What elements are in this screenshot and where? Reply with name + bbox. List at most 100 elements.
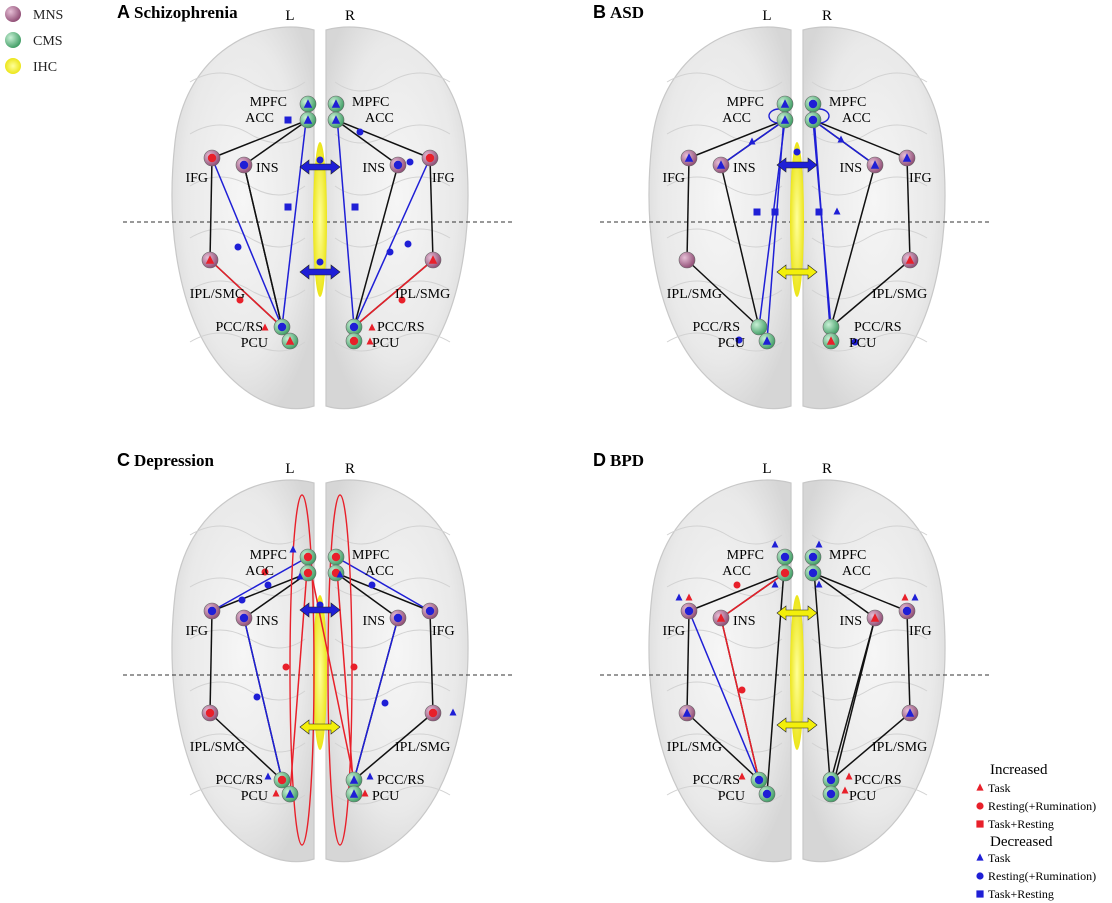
panel-d-marker-inc-4 (738, 772, 746, 780)
panel-c-line-ins-pcc-l-dec (243, 617, 283, 781)
panel-c-node-ifgL-marker (207, 606, 217, 616)
panel-d-marker-inc-1 (738, 686, 746, 694)
panel-a-node-pccR-marker (349, 322, 359, 332)
panel-b-ihc-arrow-lower (776, 264, 818, 280)
panel-a-label-mpfc-l: MPFC (250, 95, 287, 110)
panel-d-label-pcu-l: PCU (718, 789, 745, 804)
panel-c-marker-inc-0 (261, 568, 269, 576)
panel-a-marker-dec-6 (351, 203, 359, 211)
panel-a-node-accL (299, 111, 317, 129)
panel-d-title: BPD (610, 451, 644, 470)
panel-b-node-iplL-sphere (678, 251, 696, 269)
panel-b-node-accL-marker (780, 115, 790, 124)
legend-inc-circle-label: Resting(+Rumination) (988, 799, 1096, 813)
panel-a-line-ifg-ipl-l (209, 157, 213, 261)
panel-a-marker-dec-5 (284, 203, 292, 211)
panel-d-marker-dec-3 (815, 580, 823, 588)
panel-b-label-ipl-r: IPL/SMG (872, 287, 927, 302)
panel-d-connections (686, 556, 911, 795)
panel-b-node-insR-marker (870, 160, 880, 169)
panel-c-line-mpfc-pcc-cross (307, 556, 355, 781)
panel-a-marker-dec-3 (404, 240, 412, 248)
panel-b-node-insR (866, 156, 884, 174)
panel-b-node-ifgL (680, 149, 698, 167)
panel-c-label-ipl-l: IPL/SMG (190, 740, 245, 755)
panel-c-marker-inc-3 (272, 789, 280, 797)
panel-d-line-acc-ins-r (812, 572, 876, 619)
panel-a-label-ifg-r: IFG (432, 171, 455, 186)
panel-d-label-ins-l: INS (733, 614, 756, 629)
panel-c-title: Depression (134, 451, 215, 470)
panel-d-line-ifg-ipl-r (906, 610, 911, 714)
panel-d-node-pccL (750, 771, 768, 789)
panel-b-node-pcuL (758, 332, 776, 350)
panel-c-marker-dec-10 (264, 772, 272, 780)
panel-c-marker-dec-9 (336, 570, 344, 578)
legend-dec-square-label: Task+Resting (988, 887, 1054, 901)
panel-d-right-label: R (822, 461, 832, 477)
panel-a-node-pccL-marker (277, 322, 287, 332)
panel-b-node-mpfcR-marker (808, 99, 818, 109)
panel-c-brain-right-hemisphere (325, 479, 469, 863)
panel-d-label-pcc-r: PCC/RS (854, 773, 901, 788)
panel-c-ihc-arrow-upper (299, 602, 341, 618)
legend-cms-label: CMS (33, 34, 63, 49)
legend-dec-square-icon (976, 890, 984, 898)
panel-c-node-mpfcR (327, 548, 345, 566)
panel-c-line-ifg-ipl-l (209, 610, 213, 714)
panel-b-node-pcuL-marker (762, 336, 772, 345)
panel-a-node-pccR (345, 318, 363, 336)
panel-c-node-mpfcR-marker (331, 552, 341, 562)
panel-d-label-pcc-l: PCC/RS (693, 773, 740, 788)
panel-a-brain-left-hemisphere (171, 26, 315, 410)
panel-a-title: Schizophrenia (134, 3, 238, 22)
panel-d-letter: D (593, 450, 606, 470)
panel-a-connections (209, 103, 434, 328)
panel-d-line-acc-ins-l-inc (720, 572, 786, 619)
panel-c-node-ifgL (203, 602, 221, 620)
panel-c-label-mpfc-r: MPFC (352, 548, 389, 563)
panel-c-ihc-arrow-lower (299, 719, 341, 735)
panel-a-marker-dec-0 (284, 116, 292, 124)
panel-c-node-pccL-marker (277, 775, 287, 785)
panel-c-node-pcuR (345, 785, 363, 803)
panel-d-line-ipl-pcc-l (686, 712, 760, 781)
panel-d-label-pcu-r: PCU (849, 789, 876, 804)
panel-d-line-acc-ifg-l (688, 572, 786, 612)
panel-b-node-insL (712, 156, 730, 174)
panel-c-label-mpfc-l: MPFC (250, 548, 287, 563)
panel-c-line-ipl-pcc-r (353, 712, 434, 781)
panel-c-node-accL-marker (303, 568, 313, 578)
legend-decreased-heading: Decreased (990, 834, 1053, 850)
panel-b-node-pccL-sphere (750, 318, 768, 336)
panel-a-marker-dec-9 (316, 258, 324, 266)
panel-a-line-acc-ifg-l (211, 119, 309, 159)
panel-b-node-mpfcR (804, 95, 822, 113)
panel-d-brain-right-hemisphere (802, 479, 946, 863)
legend-mns-label: MNS (33, 8, 63, 23)
change-legend: IncreasedTaskResting(+Rumination)Task+Re… (976, 762, 1096, 901)
panel-a-label-pcc-l: PCC/RS (216, 320, 263, 335)
panel-c-label-acc-r: ACC (365, 564, 394, 579)
panel-c-marker-dec-5 (381, 699, 389, 707)
panel-a-node-iplL-marker (205, 255, 215, 264)
panel-d-label-mpfc-r: MPFC (829, 548, 866, 563)
panel-c-node-iplR-marker (428, 708, 438, 718)
panel-c-label-ifg-r: IFG (432, 624, 455, 639)
panel-c-node-insR (389, 609, 407, 627)
panel-b-node-accR (804, 111, 822, 129)
panel-d-node-iplR-marker (905, 708, 915, 717)
panel-b-line-mpfc-pcu-l (766, 103, 786, 342)
panel-c-label-pcu-l: PCU (241, 789, 268, 804)
panel-a-label-pcc-r: PCC/RS (377, 320, 424, 335)
panel-a-marker-dec-7 (406, 158, 414, 166)
panel-a-ihc-arrow-upper (299, 159, 341, 175)
panel-d-brain-left-hemisphere (648, 479, 792, 863)
panel-b-line-ins-pcc-l (720, 164, 760, 328)
panel-c-marker-dec-4 (253, 693, 261, 701)
panel-a-line-ifg-pcc-r (353, 157, 431, 328)
panel-d-line-ifg-ipl-l (686, 610, 690, 714)
panel-b-node-accL (776, 111, 794, 129)
